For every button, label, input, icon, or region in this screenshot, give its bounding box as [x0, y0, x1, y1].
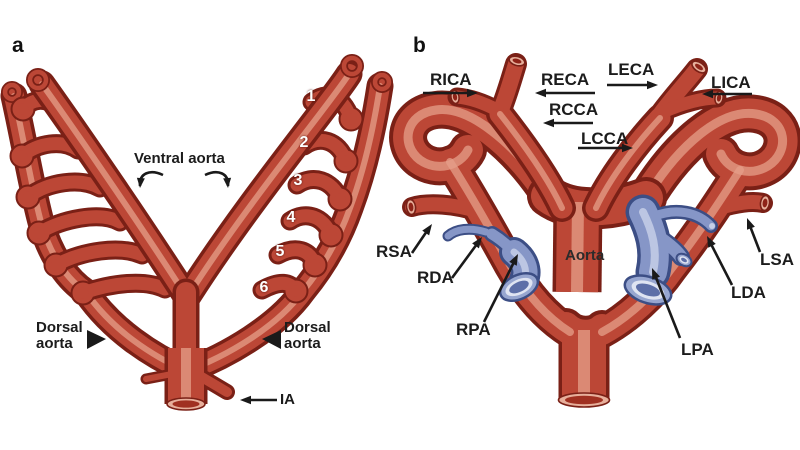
- arch-number-4: 4: [286, 209, 296, 226]
- rica-label: RICA: [430, 70, 472, 89]
- leca-cut-opening: [691, 60, 707, 74]
- rpa-cut-opening: [498, 271, 540, 303]
- lsa-cut-opening: [759, 194, 771, 212]
- dorsal-aorta-vessels: [5, 71, 389, 372]
- lda-attachment-tip: [709, 223, 715, 229]
- dorsal-aorta-right-arrowhead: [262, 330, 281, 349]
- lpa-branch-cut-opening: [675, 252, 693, 268]
- rsa-label: RSA: [376, 242, 412, 261]
- lcca-label: LCCA: [581, 129, 629, 148]
- arch-limbs-and-curls: [406, 110, 783, 407]
- pharyngeal-arch-vessels: [9, 96, 364, 306]
- rpa-label: RPA: [456, 320, 491, 339]
- lda-label: LDA: [731, 283, 766, 302]
- dorsal-aorta-right-label: Dorsal aorta: [284, 319, 331, 352]
- lica-label: LICA: [711, 73, 751, 92]
- reca-label: RECA: [541, 70, 590, 89]
- pulmonary-and-ductus-vessels: [448, 212, 715, 306]
- panel-b-letter: b: [413, 34, 426, 57]
- panel-a-letter: a: [12, 34, 24, 57]
- trunk-cut-opening: [166, 397, 206, 411]
- lsa-arrow: [748, 225, 762, 253]
- arch-number-3: 3: [293, 172, 303, 189]
- lpa-cut-opening: [623, 274, 673, 306]
- ia-label: IA: [280, 391, 295, 408]
- rpa-arrow: [482, 261, 516, 323]
- arch-number-5: 5: [275, 243, 285, 260]
- leca-label: LECA: [608, 60, 655, 79]
- lda-arrow: [709, 243, 734, 286]
- rda-arrow: [450, 243, 479, 279]
- panel-b-arrows: [410, 80, 762, 339]
- dorsal-aorta-left-label: Dorsal aorta: [36, 319, 83, 352]
- aortic-sac-trunk: [146, 292, 227, 410]
- arch-number-2: 2: [299, 134, 309, 151]
- lpa-label: LPA: [681, 340, 714, 359]
- rsa-arrow: [410, 230, 429, 254]
- aorta-label: Aorta: [565, 247, 605, 264]
- dorsal-aorta-left-arrowhead: [87, 330, 106, 349]
- aortic-trunk-cut-opening: [557, 392, 611, 408]
- rcca-label: RCCA: [549, 100, 599, 119]
- panel-a-arrows: [87, 171, 281, 405]
- lsa-label: LSA: [760, 250, 794, 269]
- reca-cut-opening: [508, 55, 526, 67]
- rda-label: RDA: [417, 268, 454, 287]
- arch-number-1: 1: [306, 88, 316, 105]
- ventral-aorta-vessels: [26, 54, 364, 296]
- rsa-cut-opening: [405, 198, 417, 216]
- lpa-arrow: [653, 274, 682, 339]
- ventral-aorta-label: Ventral aorta: [134, 150, 225, 167]
- arch-number-6: 6: [259, 279, 269, 296]
